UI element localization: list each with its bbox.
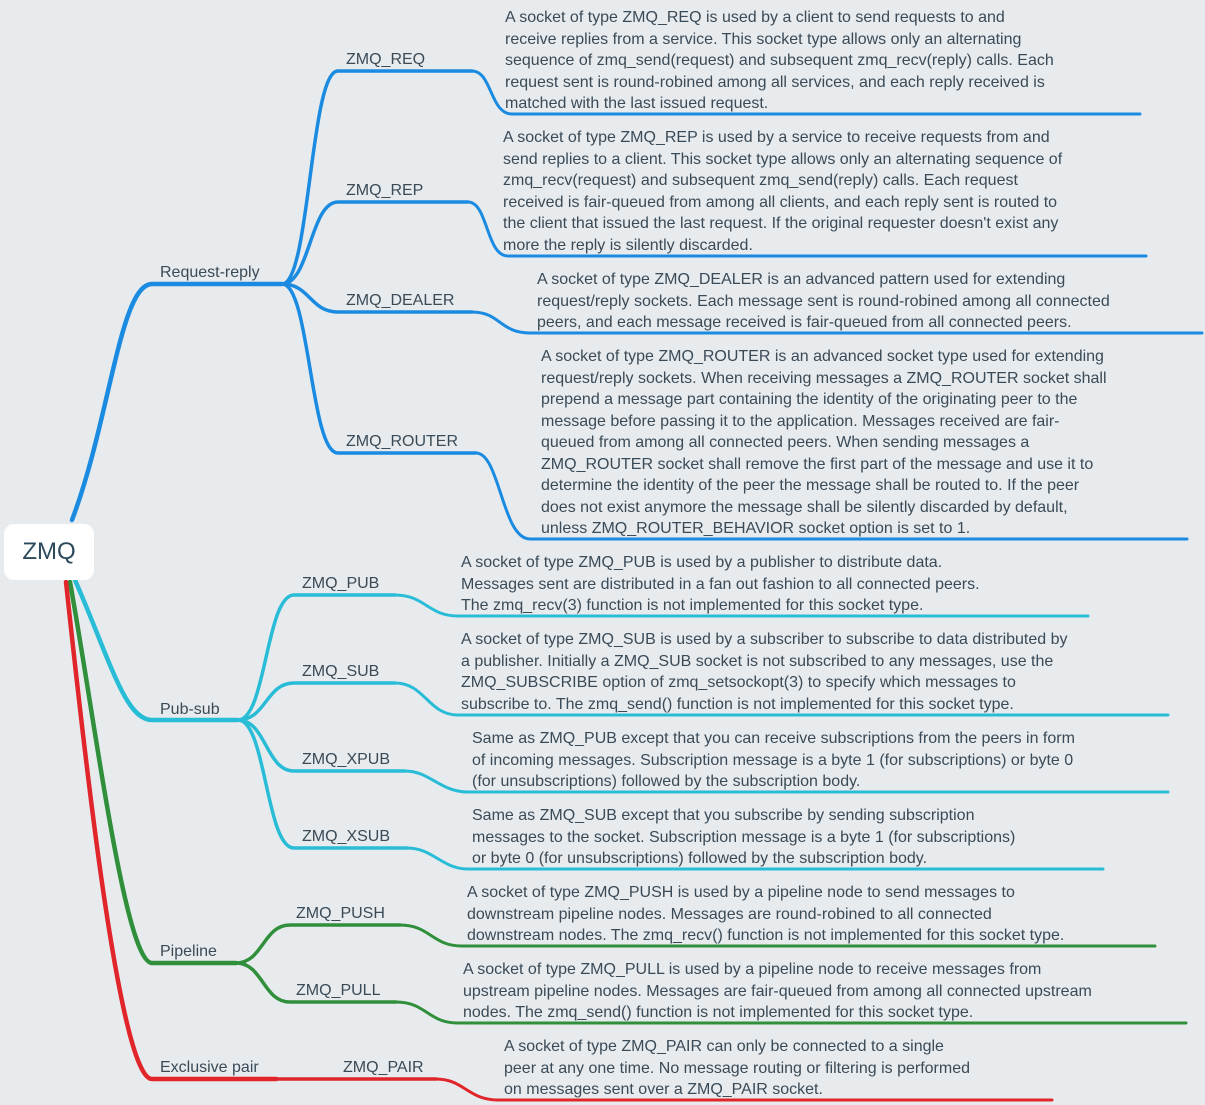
node-label-zmq-req[interactable]: ZMQ_REQ: [346, 51, 426, 68]
root-label: ZMQ: [22, 538, 76, 565]
node-label-zmq-pull[interactable]: ZMQ_PULL: [296, 982, 381, 999]
connector-pub-sub: [72, 577, 241, 723]
node-description-zmq-xpub: Same as ZMQ_PUB except that you can rece…: [472, 730, 1075, 790]
node-description-zmq-req: A socket of type ZMQ_REQ is used by a cl…: [505, 9, 1054, 112]
underline-zmq-push: [398, 923, 1157, 948]
node-label-zmq-dealer[interactable]: ZMQ_DEALER: [346, 292, 455, 309]
group-label-exclusive-pair[interactable]: Exclusive pair: [160, 1059, 259, 1076]
underline-zmq-dealer: [470, 310, 1204, 335]
group-label-request-reply[interactable]: Request-reply: [160, 264, 260, 281]
node-label-zmq-rep[interactable]: ZMQ_REP: [346, 182, 424, 199]
connector-zmq-req: [280, 69, 474, 286]
node-label-zmq-pair[interactable]: ZMQ_PAIR: [343, 1059, 424, 1076]
connector-zmq-xpub: [236, 718, 407, 773]
connector-exclusive-pair: [63, 579, 279, 1082]
underline-zmq-rep: [466, 200, 1148, 258]
connector-zmq-xsub: [236, 718, 409, 850]
connector-pipeline: [67, 579, 239, 966]
underline-zmq-pair: [434, 1077, 1054, 1102]
connector-zmq-pull: [234, 961, 398, 1004]
node-label-zmq-router[interactable]: ZMQ_ROUTER: [346, 433, 458, 450]
group-label-pub-sub[interactable]: Pub-sub: [160, 701, 220, 718]
node-description-zmq-pair: A socket of type ZMQ_PAIR can only be co…: [504, 1038, 971, 1098]
node-description-zmq-dealer: A socket of type ZMQ_DEALER is an advanc…: [537, 271, 1110, 331]
node-description-zmq-pull: A socket of type ZMQ_PULL is used by a p…: [463, 961, 1092, 1021]
node-description-zmq-push: A socket of type ZMQ_PUSH is used by a p…: [467, 884, 1065, 944]
root-node[interactable]: ZMQ: [4, 524, 94, 580]
node-description-zmq-xsub: Same as ZMQ_SUB except that you subscrib…: [472, 807, 1016, 867]
connector-zmq-rep: [280, 200, 470, 286]
underline-zmq-xsub: [405, 846, 1105, 871]
node-description-zmq-sub: A socket of type ZMQ_SUB is used by a su…: [461, 631, 1068, 713]
node-label-zmq-xpub[interactable]: ZMQ_XPUB: [302, 751, 391, 768]
underline-zmq-req: [470, 69, 1142, 116]
node-label-zmq-xsub[interactable]: ZMQ_XSUB: [302, 828, 391, 845]
underline-zmq-xpub: [403, 769, 1170, 794]
underline-zmq-router: [474, 451, 1189, 541]
node-description-zmq-pub: A socket of type ZMQ_PUB is used by a pu…: [461, 554, 980, 614]
underline-zmq-pull: [394, 1000, 1188, 1025]
connector-zmq-dealer: [280, 282, 474, 314]
node-description-zmq-router: A socket of type ZMQ_ROUTER is an advanc…: [541, 348, 1107, 537]
underline-zmq-pub: [393, 593, 1090, 618]
connector-request-reply: [69, 281, 285, 523]
node-description-zmq-rep: A socket of type ZMQ_REP is used by a se…: [503, 129, 1063, 254]
connector-zmq-router: [280, 282, 478, 455]
node-label-zmq-sub[interactable]: ZMQ_SUB: [302, 663, 380, 680]
connector-zmq-sub: [236, 681, 397, 722]
node-label-zmq-pub[interactable]: ZMQ_PUB: [302, 575, 380, 592]
connector-zmq-pub: [236, 593, 397, 722]
underline-zmq-sub: [393, 681, 1170, 717]
group-label-pipeline[interactable]: Pipeline: [160, 943, 217, 960]
connector-zmq-push: [234, 923, 402, 965]
node-label-zmq-push[interactable]: ZMQ_PUSH: [296, 905, 385, 922]
